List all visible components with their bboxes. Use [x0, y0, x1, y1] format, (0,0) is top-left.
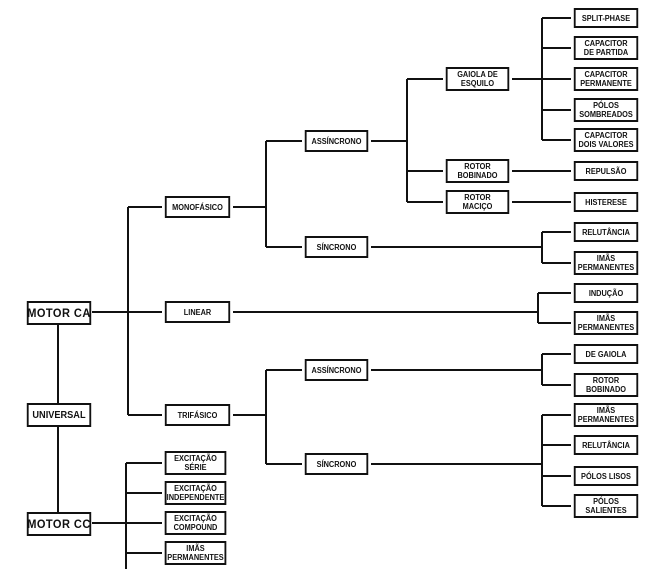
node-motor-cc: MOTOR CC — [26, 512, 92, 536]
node-tri-sincrono: SÍNCRONO — [304, 453, 369, 475]
node-tri-assincrono: ASSÍNCRONO — [304, 359, 369, 381]
node-cc-imas-permanentes: IMÃS PERMANENTES — [164, 541, 227, 565]
node-universal: UNIVERSAL — [26, 403, 92, 427]
node-mono-assincrono: ASSÍNCRONO — [304, 130, 369, 152]
node-polos-salientes: PÓLOS SALIENTES — [573, 494, 639, 518]
node-tri-imas-permanentes: IMÃS PERMANENTES — [573, 403, 639, 427]
node-linear-inducao: INDUÇÃO — [573, 283, 639, 303]
node-capacitor-de-partida: CAPACITOR DE PARTIDA — [573, 36, 639, 60]
node-motor-ca: MOTOR CA — [26, 301, 92, 325]
node-mono-imas-permanentes: IMÃS PERMANENTES — [573, 251, 639, 275]
node-polos-lisos: PÓLOS LISOS — [573, 466, 639, 486]
node-excitacao-compound: EXCITAÇÃO COMPOUND — [164, 511, 227, 535]
node-monofasico: MONOFÁSICO — [164, 196, 231, 218]
node-tri-relutancia: RELUTÂNCIA — [573, 435, 639, 455]
node-capacitor-permanente: CAPACITOR PERMANENTE — [573, 67, 639, 91]
node-polos-sombreados: PÓLOS SOMBREADOS — [573, 98, 639, 122]
node-histerese: HISTERESE — [573, 192, 639, 212]
node-rotor-macico: ROTOR MACIÇO — [445, 190, 510, 214]
node-split-phase: SPLIT-PHASE — [573, 8, 639, 28]
node-mono-sincrono: SÍNCRONO — [304, 236, 369, 258]
node-capacitor-dois-valores: CAPACITOR DOIS VALORES — [573, 128, 639, 152]
node-repulsao: REPULSÃO — [573, 161, 639, 181]
node-tri-rotor-bobinado: ROTOR BOBINADO — [573, 373, 639, 397]
node-linear-imas-permanentes: IMÃS PERMANENTES — [573, 311, 639, 335]
node-de-gaiola: DE GAIOLA — [573, 344, 639, 364]
node-gaiola-de-esquilo: GAIOLA DE ESQUILO — [445, 67, 510, 91]
node-excitacao-independente: EXCITAÇÃO INDEPENDENTE — [164, 481, 227, 505]
node-trifasico: TRIFÁSICO — [164, 404, 231, 426]
node-mono-relutancia: RELUTÂNCIA — [573, 222, 639, 242]
node-linear: LINEAR — [164, 301, 231, 323]
node-excitacao-serie: EXCITAÇÃO SÉRIE — [164, 451, 227, 475]
node-rotor-bobinado-mono: ROTOR BOBINADO — [445, 159, 510, 183]
